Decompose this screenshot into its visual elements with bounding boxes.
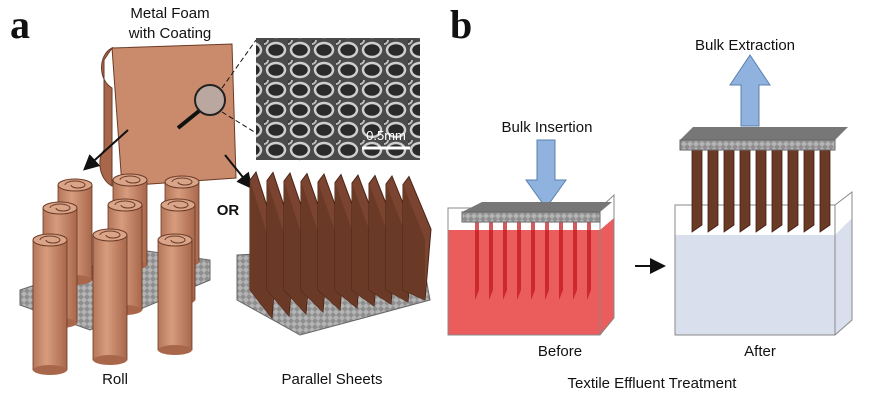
bulk-insertion-label: Bulk Insertion [502, 119, 593, 136]
immersed-sheet [489, 222, 493, 300]
before-label: Before [538, 343, 582, 360]
extracted-sheet [739, 144, 751, 233]
coating-label: with Coating [128, 25, 212, 42]
immersed-sheet [545, 222, 549, 300]
roll-label: Roll [102, 371, 128, 388]
panel-a-letter: a [10, 2, 30, 47]
after-tank [674, 190, 853, 336]
after-label: After [744, 343, 776, 360]
magnifier-icon [194, 84, 226, 116]
extracted-sheet [707, 144, 719, 233]
extracted-sheet [755, 144, 767, 233]
extracted-sheets [691, 144, 831, 233]
extracted-sheet [819, 144, 831, 233]
roll-cylinder [157, 233, 193, 355]
immersed-sheet [531, 222, 535, 300]
immersed-sheet [587, 222, 591, 300]
roll-cylinder [32, 233, 68, 375]
or-label: OR [217, 202, 240, 219]
extracted-sheet [803, 144, 815, 233]
plate-after [679, 139, 836, 151]
immersed-sheet [559, 222, 563, 300]
immersed-sheet [573, 222, 577, 300]
parallel-sheets-configuration [236, 170, 432, 336]
roll-cylinder [92, 228, 128, 365]
scale-bar-label: 0.5mm [366, 128, 406, 143]
parallel-sheets-label: Parallel Sheets [282, 371, 383, 388]
extracted-sheet [723, 144, 735, 233]
metal-foam-label: Metal Foam [130, 5, 209, 22]
roll-configuration [19, 173, 211, 375]
sem-image: 0.5mm [256, 38, 420, 160]
extracted-sheet [691, 144, 703, 233]
down-arrow-icon [525, 139, 567, 209]
extracted-sheet [771, 144, 783, 233]
up-arrow-icon [729, 54, 771, 127]
caption: Textile Effluent Treatment [568, 375, 738, 392]
metal-foam-sheet [99, 43, 237, 187]
immersed-sheet [475, 222, 479, 300]
plate-before [461, 211, 601, 223]
bulk-extraction-label: Bulk Extraction [695, 37, 795, 54]
panel-b-letter: b [450, 2, 472, 47]
before-tank [447, 193, 615, 336]
extracted-sheet [787, 144, 799, 233]
immersed-sheet [517, 222, 521, 300]
immersed-sheet [503, 222, 507, 300]
